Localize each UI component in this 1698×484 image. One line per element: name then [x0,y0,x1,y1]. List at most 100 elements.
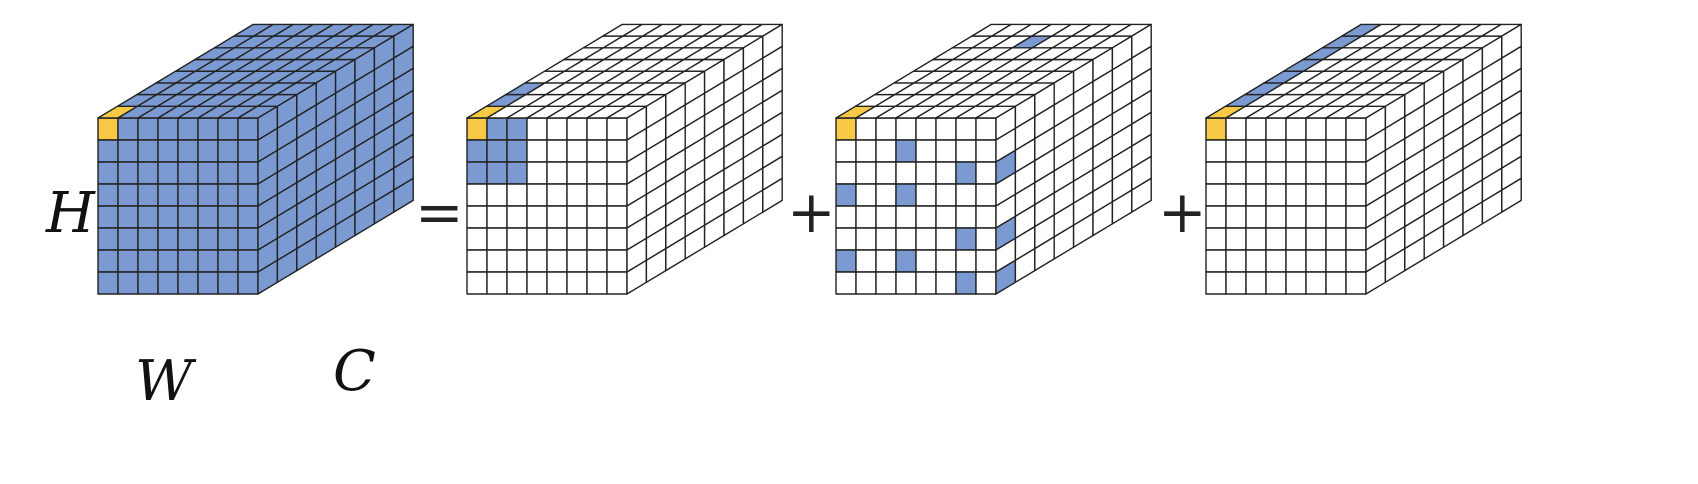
front-cell [1205,227,1227,251]
front-cell [586,139,608,163]
front-cell [955,271,977,295]
front-cell [875,183,897,207]
front-cell [955,161,977,185]
front-cell [237,227,259,251]
front-cell [117,205,139,229]
front-cell [1325,161,1347,185]
front-cell [915,183,937,207]
right-cell [393,177,414,213]
front-cell [1225,249,1247,273]
front-cell [466,183,488,207]
front-cell [137,183,159,207]
front-cell [586,271,608,295]
right-cell [762,177,783,213]
front-cell [975,205,997,229]
front-cell [895,205,917,229]
front-cell [486,271,508,295]
front-cell [486,249,508,273]
front-cell [197,205,219,229]
front-cell [1345,117,1367,141]
front-cell [586,249,608,273]
front-cell [915,249,937,273]
front-cell [237,205,259,229]
front-cell [855,249,877,273]
front-cell [506,183,528,207]
front-cell [895,183,917,207]
front-cell [546,161,568,185]
front-cell [197,227,219,251]
front-cell [955,227,977,251]
front-cell [526,139,548,163]
front-cell [466,249,488,273]
front-cell [137,205,159,229]
front-cell [895,117,917,141]
front-cell [935,227,957,251]
front-cell [606,161,628,185]
front-cell [935,183,957,207]
front-cell [137,227,159,251]
front-cell [915,205,937,229]
front-cell [506,227,528,251]
front-cell [855,161,877,185]
front-cell [1245,161,1267,185]
front-cell [586,205,608,229]
front-cell [1305,227,1327,251]
front-cell [1345,161,1367,185]
front-cell [935,249,957,273]
front-cell [895,139,917,163]
front-cell [177,161,199,185]
front-cell [1205,117,1227,141]
front-cell [975,183,997,207]
front-cell [835,271,857,295]
front-cell [566,161,588,185]
front-cell [975,117,997,141]
front-cell [466,271,488,295]
front-cell [1205,183,1227,207]
front-cell [566,117,588,141]
front-cell [157,271,179,295]
front-cell [546,139,568,163]
front-cell [1205,205,1227,229]
right-cell [1131,177,1152,213]
front-cell [466,205,488,229]
front-cell [177,117,199,141]
front-cell [606,117,628,141]
height-label: H [45,181,96,246]
front-cell [855,117,877,141]
front-cell [1325,227,1347,251]
front-cell [137,139,159,163]
front-cell [835,161,857,185]
front-cell [1305,183,1327,207]
front-cell [1265,227,1287,251]
front-cell [1205,249,1227,273]
front-cell [177,205,199,229]
front-cell [1265,117,1287,141]
front-cell [855,227,877,251]
front-cell [1325,205,1347,229]
front-cell [237,271,259,295]
front-cell [197,249,219,273]
front-cell [566,183,588,207]
front-cell [486,139,508,163]
front-cell [895,271,917,295]
front-cell [915,117,937,141]
front-cell [97,183,119,207]
front-cell [606,249,628,273]
front-cell [97,161,119,185]
front-cell [835,205,857,229]
front-cell [237,139,259,163]
spatial-kernel-cube [466,23,783,295]
front-cell [1325,183,1347,207]
front-cell [1345,271,1367,295]
front-cell [975,271,997,295]
front-cell [97,117,119,141]
front-cell [566,139,588,163]
front-cell [1245,139,1267,163]
front-cell [1225,183,1247,207]
front-cell [875,117,897,141]
front-cell [935,271,957,295]
front-cell [137,117,159,141]
front-cell [506,249,528,273]
front-cell [1285,117,1307,141]
front-cell [1345,227,1367,251]
